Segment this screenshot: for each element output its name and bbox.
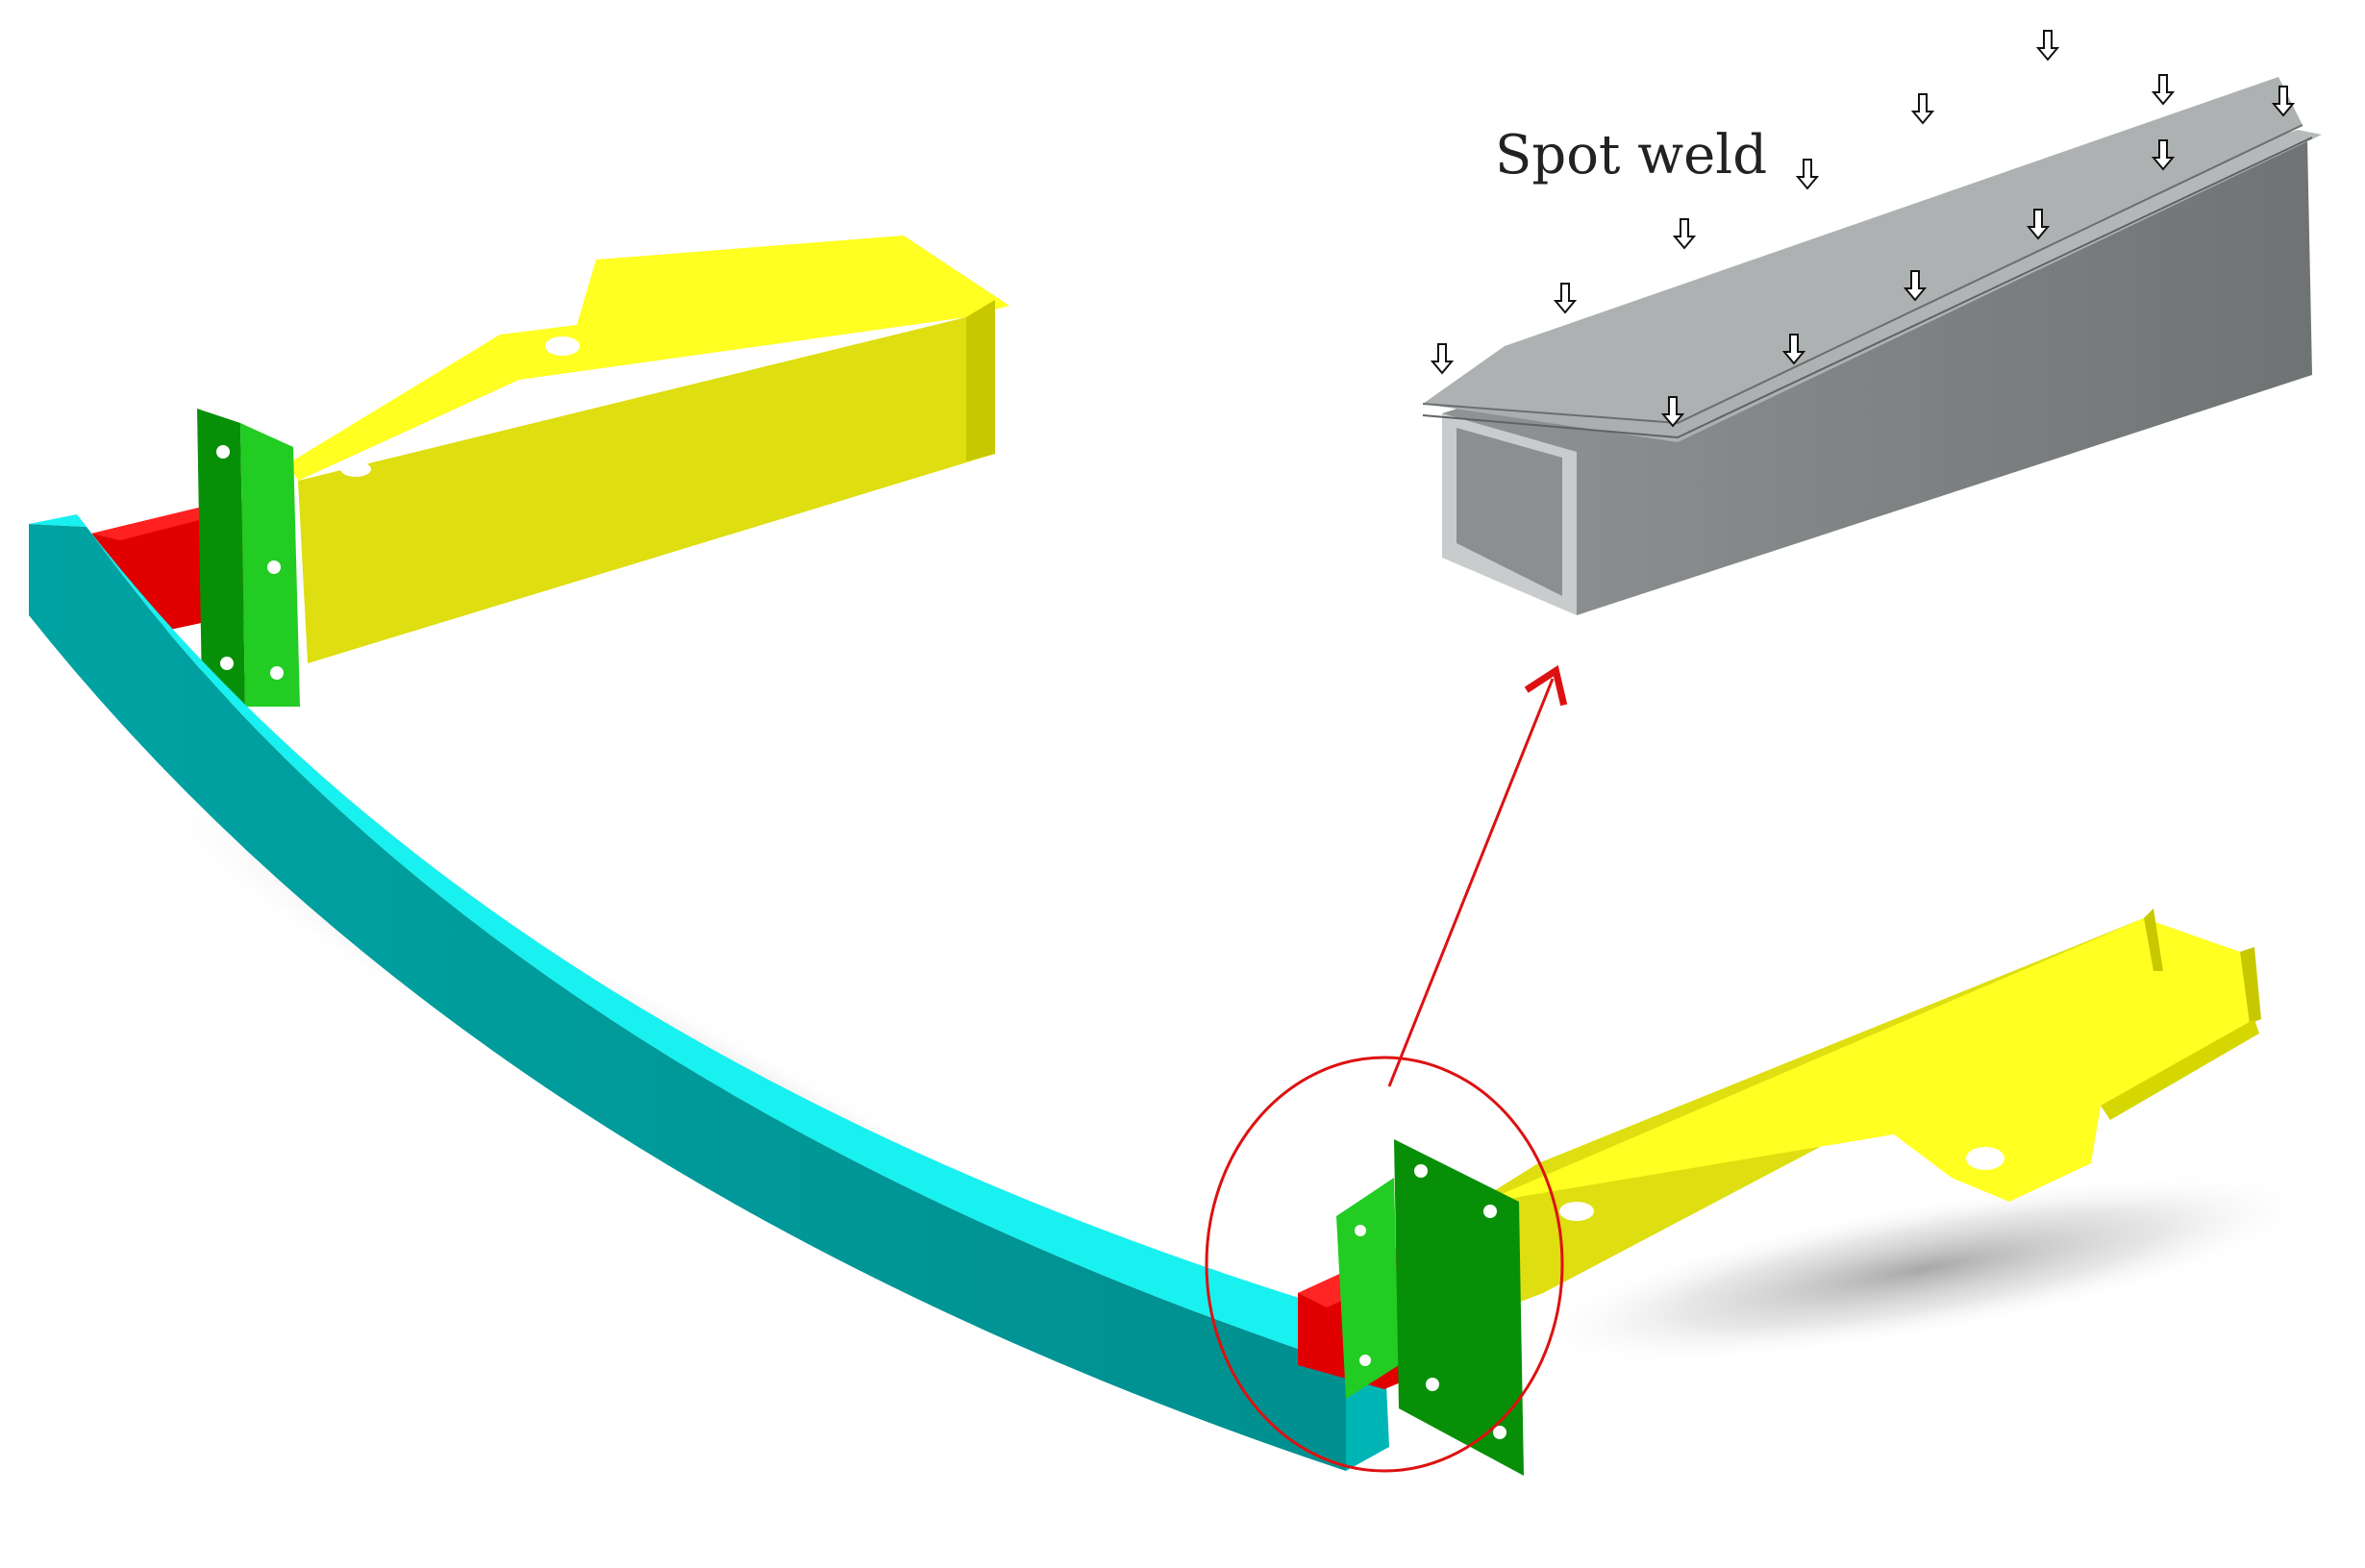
detail-section-edge xyxy=(1422,124,2303,425)
right-longitudinal-rail xyxy=(1461,908,2261,1317)
spot-weld-arrow-icon xyxy=(1910,93,1935,125)
spot-weld-arrow-icon xyxy=(1553,283,1578,314)
right-plate-bolt-4 xyxy=(1493,1426,1506,1439)
left-rail-end-face xyxy=(966,300,995,461)
right-plate-bolt-6 xyxy=(1359,1355,1371,1366)
spot-weld-detail xyxy=(1422,77,2322,615)
right-rail-hole-2 xyxy=(1559,1202,1594,1221)
bumper-beam-side xyxy=(29,524,1346,1471)
detail-section-top xyxy=(1423,77,2303,423)
left-rail-side-face xyxy=(298,300,995,663)
right-rail-hole-1 xyxy=(1966,1147,2004,1170)
detail-section-lower-edge xyxy=(1422,137,2313,439)
ground-shadow-right xyxy=(1525,1172,2321,1366)
spot-weld-arrows xyxy=(1430,30,2296,428)
right-rail-top-face xyxy=(1461,918,2250,1211)
right-rail-flange xyxy=(2144,908,2163,971)
right-plate-bolt-3 xyxy=(1426,1378,1439,1391)
right-crash-box-assembly xyxy=(1298,1139,1524,1476)
left-plate-bolt-4 xyxy=(270,666,284,680)
right-plate-bolt-2 xyxy=(1483,1205,1497,1218)
spot-weld-arrow-icon xyxy=(2151,74,2176,106)
left-rail-top-face xyxy=(288,236,1009,481)
left-rail-hole-1 xyxy=(545,336,580,356)
detail-section-inner xyxy=(1456,428,1562,596)
spot-weld-arrow-icon xyxy=(2151,139,2176,171)
spot-weld-arrow-icon xyxy=(1795,159,1820,190)
left-mounting-plate-front xyxy=(197,409,245,707)
spot-weld-arrow-icon xyxy=(1672,218,1697,250)
right-mounting-plate-front xyxy=(1394,1139,1524,1476)
detail-callout-circle xyxy=(1205,1056,1564,1473)
left-longitudinal-rail xyxy=(288,236,1009,663)
spot-weld-arrow-icon xyxy=(1660,396,1685,428)
right-plate-bolt-5 xyxy=(1355,1225,1366,1236)
left-plate-bolt-1 xyxy=(216,445,230,459)
spot-weld-arrow-icon xyxy=(1903,270,1928,302)
right-mounting-plate-side xyxy=(1336,1178,1399,1399)
spot-weld-arrow-icon xyxy=(2026,209,2051,240)
left-rail-hole-2 xyxy=(340,461,371,477)
spot-weld-label: Spot weld xyxy=(1495,124,1767,187)
right-rail-lower-lip xyxy=(2101,1019,2259,1120)
right-rail-end-flange xyxy=(2240,947,2261,1024)
detail-callout-arrow xyxy=(1387,664,1568,1087)
left-plate-bolt-2 xyxy=(220,657,234,670)
spot-weld-arrow-icon xyxy=(1430,343,1455,375)
spot-weld-arrow-icon xyxy=(2271,86,2296,117)
detail-section-side xyxy=(1442,139,2312,615)
spot-weld-arrow-icon xyxy=(2035,30,2060,62)
right-plate-bolt-1 xyxy=(1414,1164,1428,1178)
left-plate-bolt-3 xyxy=(267,560,281,574)
spot-weld-arrow-icon xyxy=(1781,334,1806,365)
